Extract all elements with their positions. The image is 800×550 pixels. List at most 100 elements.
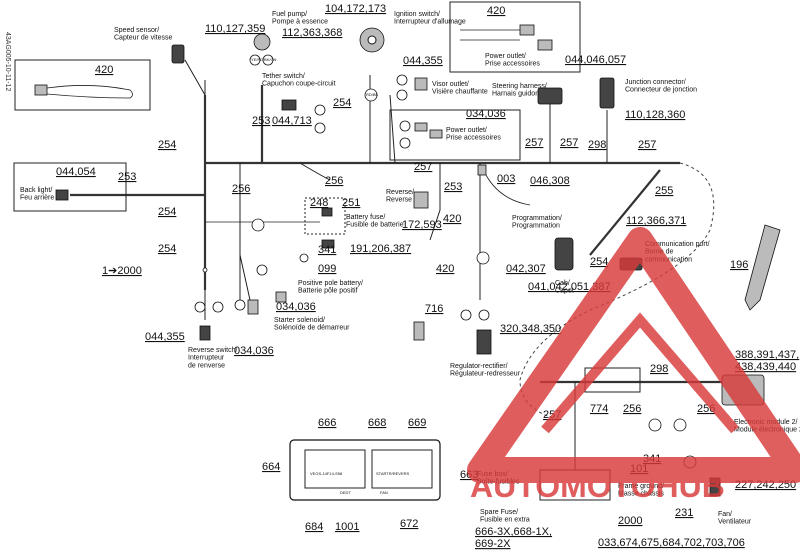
harness-callouts: 253 254 254 257 257 298 257 256 256 253 … bbox=[102, 97, 673, 277]
callout-298-a: 298 bbox=[588, 139, 606, 151]
callout-196: 196 bbox=[730, 259, 748, 271]
reverse-label: Reverse/Reverse bbox=[386, 189, 414, 204]
callout-112-363-368: 112,363,368 bbox=[282, 27, 342, 39]
callout-044-046-057: 044,046,057 bbox=[565, 54, 626, 66]
callout-257-c: 257 bbox=[638, 139, 656, 151]
callout-256-a: 256 bbox=[232, 183, 250, 195]
callout-110-127-359: 110,127,359 bbox=[205, 23, 265, 35]
callout-110-128-360: 110,128,360 bbox=[625, 109, 685, 121]
regulator-label: Regulator-rectifier/Régulateur-redresseu… bbox=[450, 363, 521, 378]
programmation-label: Programmation/Programmation bbox=[512, 215, 562, 230]
spare-fuse-label: Spare Fuse/Fusible en extra bbox=[480, 509, 530, 524]
callout-2000: 2000 bbox=[618, 515, 642, 527]
fuel-pump: YE/RD BK/GN Fuel pump/Pompe à essence 11… bbox=[249, 11, 342, 66]
callout-669: 669 bbox=[408, 417, 426, 429]
callout-044-355-low: 044,355 bbox=[145, 331, 185, 343]
callout-1001: 1001 bbox=[335, 521, 359, 533]
callout-231: 231 bbox=[675, 507, 693, 519]
svg-text:BK/GN: BK/GN bbox=[264, 57, 277, 62]
frame-ground-label: Frame ground/Masse châssis bbox=[618, 483, 664, 498]
callout-253-a: 253 bbox=[252, 115, 270, 127]
watermark-text: AUTOMOTOHUB bbox=[470, 468, 725, 504]
watermark-inner-m bbox=[541, 312, 739, 434]
speed-sensor: Speed sensor/Capteur de vitesse 110,127,… bbox=[114, 23, 265, 64]
callout-191-206-387: 191,206,387 bbox=[350, 243, 411, 255]
fuse-box: VEGS-14F14-S58 STARTR/REVERS FAN DEDT 66… bbox=[262, 417, 478, 533]
callout-257-d: 257 bbox=[414, 161, 432, 173]
visor-outlet-label: Visor outlet/Visière chauffante bbox=[432, 81, 488, 96]
callout-034-036-mid: 034,036 bbox=[466, 108, 506, 120]
callout-253-b: 253 bbox=[118, 171, 136, 183]
programmation: 003 046,308 Programmation/Programmation … bbox=[436, 164, 570, 275]
battery-fuse: 248 251 Battery fuse/Fusible de batterie… bbox=[251, 197, 411, 295]
back-light-connector-icon bbox=[55, 189, 69, 201]
ignition-switch-label: Ignition switch/Interrupteur d'allumage bbox=[394, 11, 466, 26]
back-light-label: Back light/Feu arrière bbox=[20, 187, 54, 202]
callout-099: 099 bbox=[318, 263, 336, 275]
callout-034-036-bot: 034,036 bbox=[234, 345, 274, 357]
callout-042-307: 042,307 bbox=[506, 263, 546, 275]
callout-666-668-669: 666-3X,668-1X,669-2X bbox=[475, 526, 552, 550]
callout-172-593: 172,593 bbox=[402, 219, 442, 231]
callout-044-713: 044,713 bbox=[272, 115, 312, 127]
callout-254-left2: 254 bbox=[158, 206, 176, 218]
callout-672: 672 bbox=[400, 518, 418, 530]
callout-251: 251 bbox=[342, 197, 360, 209]
fan-label: Fan/Ventilateur bbox=[718, 511, 752, 526]
fuel-pump-icon bbox=[253, 33, 271, 51]
regulator-icon bbox=[476, 329, 492, 355]
callout-320-348-350: 320,348,350 bbox=[500, 323, 561, 335]
callout-248: 248 bbox=[310, 197, 328, 209]
watermark-triangle-icon bbox=[467, 227, 800, 483]
tether-switch-label: Tether switch/Capuchon coupe-circuit bbox=[262, 73, 336, 88]
steering-harness-connector-icon bbox=[537, 87, 563, 105]
cable-icon bbox=[744, 224, 781, 311]
speed-sensor-label: Speed sensor/Capteur de vitesse bbox=[114, 27, 172, 42]
inset-back-light: 044,054 Back light/Feu arrière bbox=[13, 162, 127, 212]
steering-harness-label: Steering harness/Harnais guidon bbox=[492, 83, 547, 98]
callout-420-low: 420 bbox=[436, 263, 454, 275]
callout-257-a: 257 bbox=[525, 137, 543, 149]
callout-046-308: 046,308 bbox=[530, 175, 570, 187]
inset-power-outlet-top: 420 Power outlet/Prise accessoires bbox=[449, 1, 581, 73]
callout-420-top: 420 bbox=[487, 5, 505, 17]
fuse-box-label-5: DEDT bbox=[340, 490, 351, 495]
ignition-switch: 104,172,173 Ignition switch/Interrupteur… bbox=[325, 3, 466, 53]
battery-fuse-label: Battery fuse/Fusible de batterie bbox=[346, 214, 404, 229]
tether-switch-icon bbox=[281, 99, 297, 111]
battery-fuse-icon bbox=[321, 207, 333, 217]
power-outlet-mid-label: Power outlet/Prise accessoires bbox=[446, 127, 501, 142]
callout-666: 666 bbox=[318, 417, 336, 429]
callout-257-b: 257 bbox=[560, 137, 578, 149]
callout-253-c: 253 bbox=[444, 181, 462, 193]
callout-254-left3: 254 bbox=[158, 243, 176, 255]
callout-388-391: 388,391,437,438,439,440 bbox=[735, 349, 799, 373]
callout-256-b: 256 bbox=[325, 175, 343, 187]
callout-044-054: 044,054 bbox=[56, 166, 96, 178]
callout-668: 668 bbox=[368, 417, 386, 429]
visor-outlet-icon bbox=[414, 77, 428, 91]
connector-716-icon bbox=[413, 321, 425, 341]
reverse-connector-icon bbox=[413, 191, 429, 209]
speed-sensor-connector-icon bbox=[171, 44, 185, 64]
callout-254-a: 254 bbox=[333, 97, 351, 109]
wire-code-markers: RD/BK bbox=[364, 88, 379, 102]
cab-label: Cab/Capot bbox=[555, 280, 574, 295]
fuse-box-label-3: STARTR/REVERS bbox=[376, 471, 410, 476]
document-code: 43AG005-10-11-12 bbox=[4, 32, 11, 92]
junction-connector: Junction connector/Connecteur de jonctio… bbox=[599, 77, 697, 121]
tether-switch: Tether switch/Capuchon coupe-circuit 044… bbox=[262, 73, 336, 134]
inset-power-outlet-mid: 034,036 Power outlet/Prise accessoires bbox=[389, 108, 521, 161]
callout-298-b: 298 bbox=[650, 363, 668, 375]
callout-033-list: 033,674,675,684,702,703,706 bbox=[598, 537, 745, 549]
component-716: 716 bbox=[413, 303, 443, 341]
callout-716: 716 bbox=[425, 303, 443, 315]
reverse-switch-icon bbox=[199, 325, 211, 341]
callout-104-172-173: 104,172,173 bbox=[325, 3, 386, 15]
power-outlet-top-label: Power outlet/Prise accessoires bbox=[485, 53, 540, 68]
fuel-pump-label: Fuel pump/Pompe à essence bbox=[272, 11, 328, 26]
fuse-box-label-4: FAN bbox=[380, 490, 388, 495]
positive-pole-label: Positive pole battery/Batterie pôle posi… bbox=[298, 280, 363, 295]
callout-112-366-371: 112,366,371 bbox=[626, 215, 686, 227]
